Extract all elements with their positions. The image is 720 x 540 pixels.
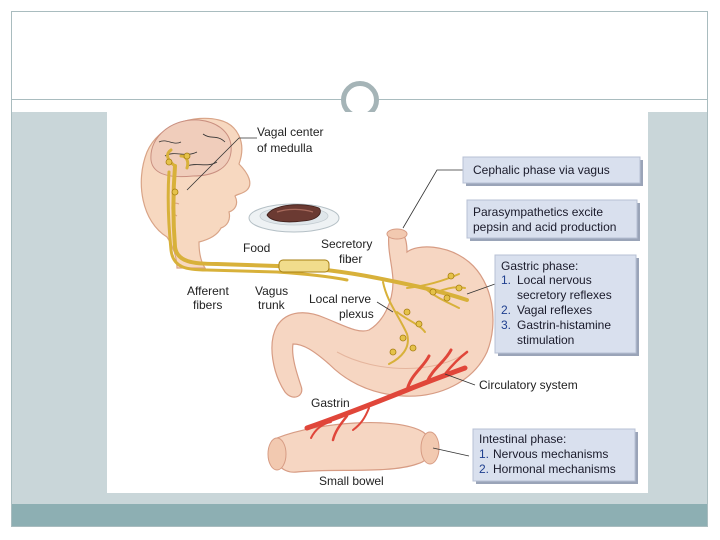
label-circulatory-system: Circulatory system: [479, 378, 578, 392]
svg-text:Local nervous secretory: Local nervous secretory reflexes: [517, 273, 612, 302]
blood-vessel: [304, 348, 469, 442]
svg-text:Vagal reflexes: Vagal reflexes: [517, 303, 592, 317]
gastric-secretion-figure: Vagal center of medulla Food Secretory f…: [107, 112, 648, 493]
label-food: Food: [243, 241, 270, 255]
callout-gastric-phase: Gastric phase: 1. Local nervous secretor…: [494, 254, 639, 356]
stomach-illustration: [271, 228, 494, 398]
callout-parasympathetic: Parasympathetics excite pepsin and acid …: [466, 199, 640, 241]
figure-canvas: Vagal center of medulla Food Secretory f…: [140, 117, 643, 488]
svg-text:2.: 2.: [479, 462, 489, 476]
svg-text:Hormonal mechanisms: Hormonal mechanisms: [493, 462, 616, 476]
svg-text:Cephalic phase via vagus: Cephalic phase via vagus: [473, 163, 610, 177]
head-illustration: [140, 117, 251, 269]
nerve-ganglia: [165, 152, 463, 356]
svg-text:Nervous mechanisms: Nervous mechanisms: [493, 447, 608, 461]
brain: [150, 119, 232, 178]
label-vagal-center: Vagal center of medulla: [257, 125, 327, 155]
stomach: [271, 229, 494, 398]
label-vagus-trunk: Vagus trunk: [255, 284, 291, 312]
svg-text:Parasympathetics excite: Parasympathetics excite pepsin and acid …: [473, 205, 616, 234]
label-gastrin: Gastrin: [311, 396, 350, 410]
esophagus-opening: [386, 228, 408, 240]
callout-intestinal-phase: Intestinal phase: 1. Nervous mechanisms …: [472, 428, 638, 484]
leader-lines: [186, 137, 496, 457]
svg-text:2.: 2.: [501, 303, 511, 317]
vagus-trunk-sheath: [278, 259, 330, 273]
gastric-phase-title: Gastric phase:: [501, 259, 578, 273]
food-plate: [248, 203, 340, 233]
label-afferent-fibers: Afferent fibers: [187, 284, 232, 312]
svg-text:Gastrin-histamine stimul: Gastrin-histamine stimulation: [517, 318, 614, 347]
label-local-nerve-plexus: Local nerve plexus: [309, 292, 374, 321]
label-small-bowel: Small bowel: [319, 474, 384, 488]
svg-text:1.: 1.: [479, 447, 489, 461]
label-secretory-fiber: Secretory fiber: [321, 237, 376, 266]
svg-text:1.: 1.: [501, 273, 511, 287]
intestinal-phase-title: Intestinal phase:: [479, 432, 566, 446]
footer-bar: [12, 504, 707, 526]
svg-text:3.: 3.: [501, 318, 511, 332]
nerve-pathways: [166, 148, 469, 365]
callout-cephalic: Cephalic phase via vagus: [462, 156, 643, 186]
